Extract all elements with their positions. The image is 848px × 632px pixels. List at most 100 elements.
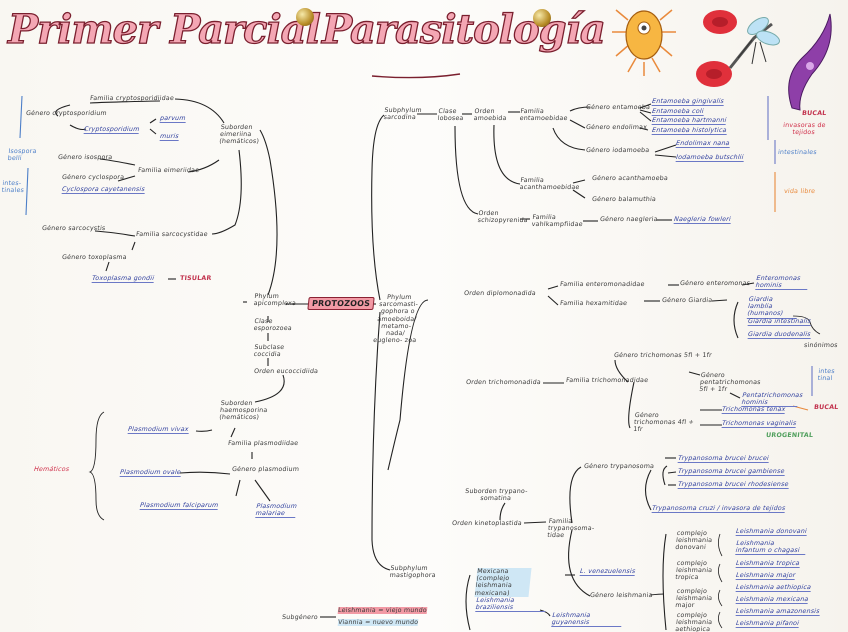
familia-trichomonadidae: Familia trichomonadidae: [566, 377, 649, 384]
genero-balamuthia: Género balamuthia: [592, 196, 657, 203]
bucal-label: BUCAL: [802, 110, 827, 117]
parasite-illustration-icon: [610, 0, 680, 80]
genero-giardia: Género Giardia: [662, 297, 713, 304]
intestinales-left-label: intes- tinales: [1, 180, 27, 194]
genero-iodamoeba: Género iodamoeba: [586, 147, 650, 154]
orden-trichomonadida: Orden trichomonadida: [466, 379, 542, 386]
tisular-label: TISULAR: [180, 275, 212, 282]
genero-naegleria: Género naegleria: [600, 216, 658, 223]
sinonimos-label: sinónimos: [804, 342, 838, 349]
suborden-eimeriina: Suborden eimeriina (hemáticos): [219, 124, 271, 146]
entamoeba-histolytica: Entamoeba histolytica: [652, 127, 727, 135]
subclase-coccidia: Subclase coccidia: [253, 344, 293, 358]
complejo-major: complejo leishmania major: [675, 588, 721, 610]
plasmodium-vivax: Plasmodium vivax: [128, 426, 189, 434]
genero-trichomonas-4fl: Género trichomonas 4fl + 1fr: [633, 412, 699, 434]
genero-isospora: Género isospora: [58, 154, 113, 161]
entamoeba-hartmanni: Entamoeba hartmanni: [652, 117, 727, 125]
phylum-sarcomastigophora: Phylum sarcomasti- gophora o amoeboida/ …: [371, 294, 422, 345]
protozoos-center-node: PROTOZOOS: [307, 297, 374, 310]
l-infantum: Leishmania infantum o chagasi: [735, 540, 807, 555]
title-parasitologia: Parasitología: [322, 6, 605, 53]
genero-leishmania: Género leishmania: [590, 592, 653, 599]
l-major: Leishmania major: [736, 572, 796, 580]
genero-toxoplasma: Género toxoplasma: [62, 254, 127, 261]
enteromonas-hominis: Enteromonas hominis: [755, 275, 809, 290]
genero-entamoeba: Género entamoeba: [586, 104, 651, 111]
hematicos-label: Hemáticos: [34, 466, 70, 473]
complejo-tropica: complejo leishmania tropica: [675, 560, 721, 582]
orden-amoebida: Orden amoebida: [473, 108, 509, 122]
orden-eucoccidiida: Orden eucoccidiida: [254, 368, 319, 375]
familia-sarcocystidae: Familia sarcocystidae: [136, 231, 208, 238]
l-tropica: Leishmania tropica: [736, 560, 800, 568]
genero-plasmodium: Género plasmodium: [232, 466, 300, 473]
genero-cyclospora: Género cyclospora: [62, 174, 125, 181]
genero-endolimax: Género endolimax: [586, 124, 648, 131]
urogenital-label: UROGENITAL: [766, 432, 814, 439]
genero-acanthamoeba: Género acanthamoeba: [592, 175, 669, 182]
l-aethiopica: Leishmania aethiopica: [736, 584, 812, 592]
orden-diplomonadida: Orden diplomonadida: [464, 290, 537, 297]
l-pifanoi: Leishmania pifanoi: [736, 620, 800, 628]
complejo-donovani: complejo leishmania donovani: [675, 530, 721, 552]
iodamoeba-butschlii: Iodamoeba butschlii: [676, 154, 744, 162]
familia-eimeriidae: Familia eimeriidae: [138, 167, 200, 174]
familia-vahlkampfiidae: Familia vahlkampfiidae: [531, 214, 583, 228]
cyclospora-cayetanensis: Cyclospora cayetanensis: [62, 186, 146, 194]
title-primer-parcial: Primer Parcial: [8, 6, 320, 53]
cryptosporidium-parvum: parvum: [160, 115, 186, 123]
plasmodium-falciparum: Plasmodium falciparum: [140, 502, 219, 510]
familia-plasmodiidae: Familia plasmodiidae: [228, 440, 299, 447]
giardia-intestinalis: Giardia intestinalis: [748, 318, 812, 326]
trypanosome-icon: [772, 8, 842, 118]
clase-lobosea: Clase lobosea: [437, 108, 463, 122]
clase-esporozoea: Clase esporozoea: [253, 318, 293, 332]
pushpin-icon: [533, 9, 551, 27]
suborden-trypanosomatina: Suborden trypano- somatina: [461, 488, 531, 502]
complejo-mexicana: Mexicana (complejo leishmania mexicana): [474, 568, 531, 597]
bucal-trichomonas-label: BUCAL: [814, 404, 839, 411]
familia-acanthamoebidae: Familia acanthamoebidae: [519, 177, 573, 191]
genero-enteromonas: Género enteromonas: [680, 280, 751, 287]
trichomonas-vaginalis: Trichomonas vaginalis: [722, 420, 797, 428]
giardia-lamblia: Giardia lamblia (humanos): [747, 296, 799, 319]
leishmania-viejo-mundo: Leishmania = viejo mundo: [338, 607, 428, 614]
entamoeba-coli: Entamoeba coli: [652, 108, 705, 116]
intestinal-label: intes tinal: [817, 368, 841, 382]
toxoplasma-gondii: Toxoplasma gondii: [92, 275, 155, 283]
endolimax-nana: Endolimax nana: [676, 140, 730, 148]
trypanosoma-brucei-brucei: Trypanosoma brucei brucei: [678, 455, 770, 463]
familia-hexamitidae: Familia hexamitidae: [560, 300, 628, 307]
complejo-aethiopica: complejo leishmania aethiopica: [675, 612, 721, 632]
suborden-haemosporina: Suborden haemosporina (hemáticos): [219, 400, 283, 422]
l-venezuelensis: L. venezuelensis: [580, 568, 636, 576]
phylum-apicomplexa: Phylum apicomplexa: [253, 293, 293, 307]
intestinales-sarcodina-label: intestinales: [778, 149, 818, 156]
isospora-belli: Isospora belli: [7, 148, 35, 162]
pushpin-icon: [296, 8, 314, 26]
l-amazonensis: Leishmania amazonensis: [736, 608, 820, 616]
familia-enteromonadidae: Familia enteromonadidae: [560, 281, 645, 288]
genero-sarcocystis: Género sarcocystis: [42, 225, 106, 232]
familia-cryptosporidiidae: Familia cryptosporidiidae: [90, 95, 175, 102]
cryptosporidium-muris: muris: [160, 133, 180, 141]
viannia-nuevo-mundo: Viannia = nuevo mundo: [338, 619, 419, 626]
invasoras-de-tejidos-label: invasoras de tejidos: [777, 122, 831, 136]
genero-pentatrichomonas: Género pentatrichomonas 5fl + 1fr: [699, 372, 771, 394]
trypanosoma-brucei-gambiense: Trypanosoma brucei gambiense: [678, 468, 785, 476]
vida-libre-label: vida libre: [784, 188, 816, 195]
subgenero-label: Subgénero: [282, 614, 319, 621]
familia-entamoebidae: Familia entamoebidae: [519, 108, 569, 122]
giardia-duodenalis: Giardia duodenalis: [748, 331, 811, 339]
plasmodium-ovale: Plasmodium ovale: [120, 469, 182, 477]
orden-schizopyrenida: Orden schizopyrenida: [477, 210, 523, 224]
trypanosoma-cruzi: Trypanosoma cruzi / invasora de tejidos: [652, 505, 786, 513]
plasmodium-malariae: Plasmodium malariae: [255, 503, 297, 518]
trichomonas-tenax: Trichomonas tenax: [722, 406, 786, 414]
l-mexicana: Leishmania mexicana: [736, 596, 809, 604]
l-braziliensis: Leishmania braziliensis: [475, 597, 547, 612]
entamoeba-gingivalis: Entamoeba gingivalis: [652, 98, 725, 106]
orden-kinetoplastida: Orden kinetoplastida: [452, 520, 523, 527]
